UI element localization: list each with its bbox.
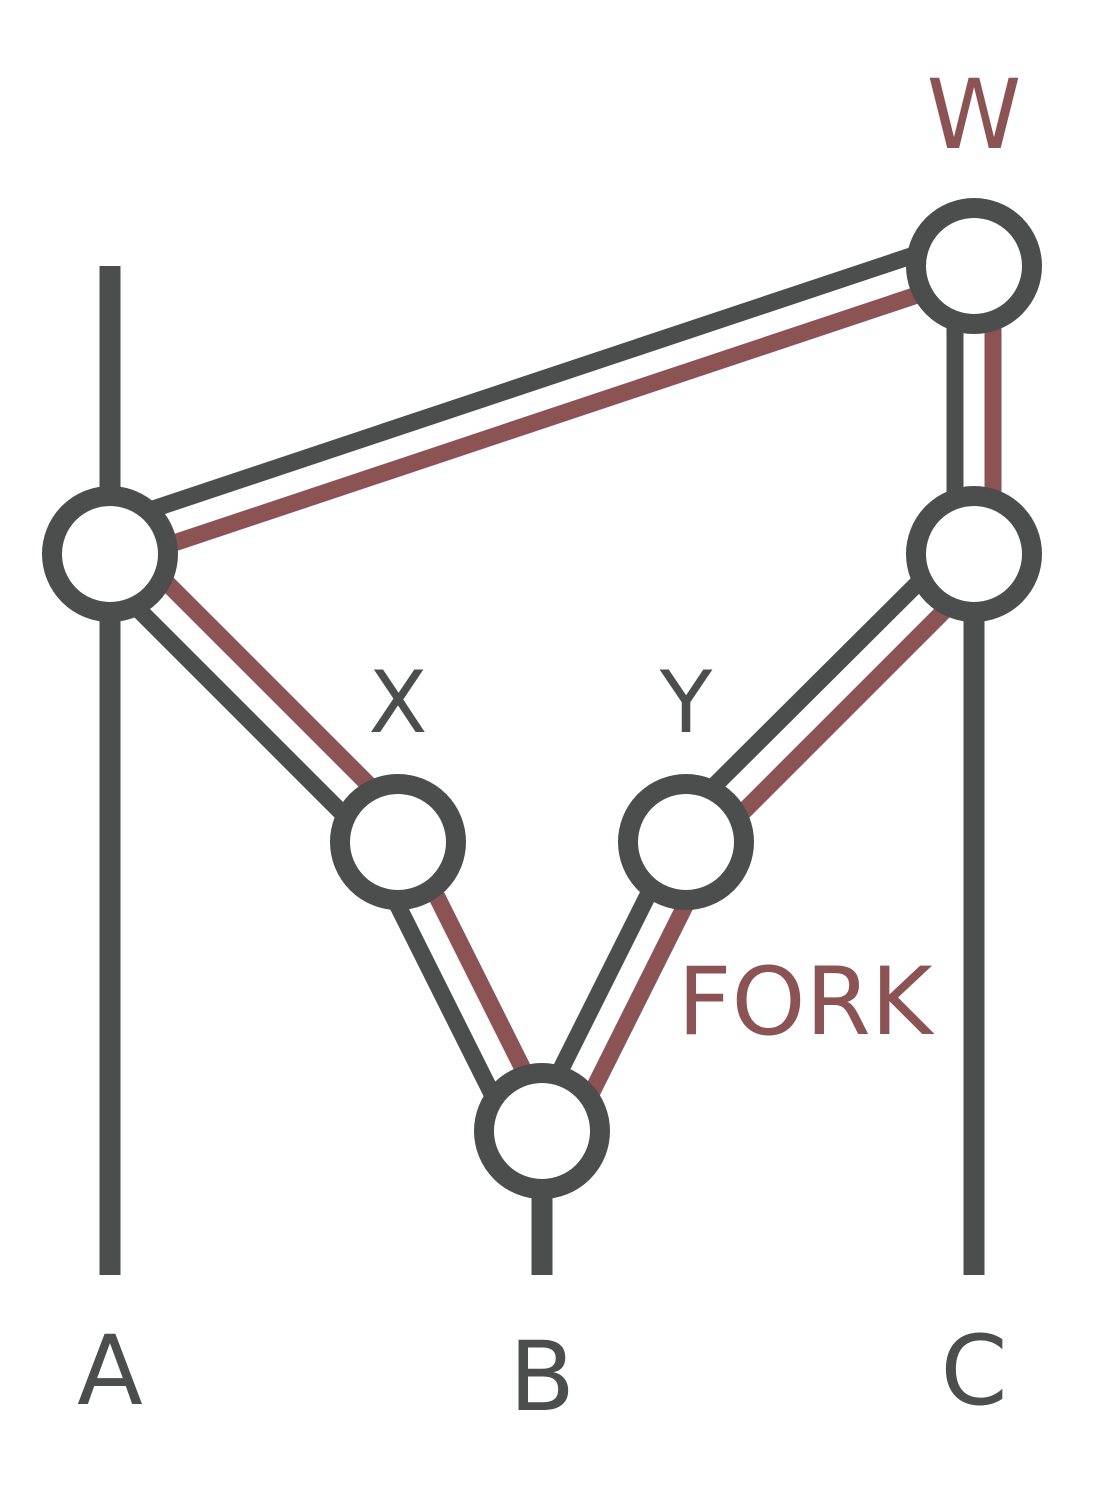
label-b: B <box>509 1321 575 1433</box>
edge-a-w-dark <box>126 234 953 526</box>
label-fork: FORK <box>677 948 934 1057</box>
edge-a-x-accent <box>147 563 377 793</box>
node-w <box>906 198 1042 334</box>
label-w: W <box>927 59 1022 171</box>
edge-c-y-dark <box>708 563 937 793</box>
node-x <box>330 774 466 910</box>
nodes <box>42 198 1042 1199</box>
label-y: Y <box>659 653 713 753</box>
label-x: X <box>369 653 428 753</box>
label-a: A <box>77 1315 143 1427</box>
node-y <box>618 774 754 910</box>
node-b <box>474 1063 610 1199</box>
edge-c-y-accent <box>735 590 965 820</box>
edge-a-w-accent <box>138 271 965 563</box>
node-c <box>906 486 1042 622</box>
node-a <box>42 486 178 622</box>
label-c: C <box>940 1315 1007 1427</box>
edge-a-x-dark <box>119 590 349 820</box>
